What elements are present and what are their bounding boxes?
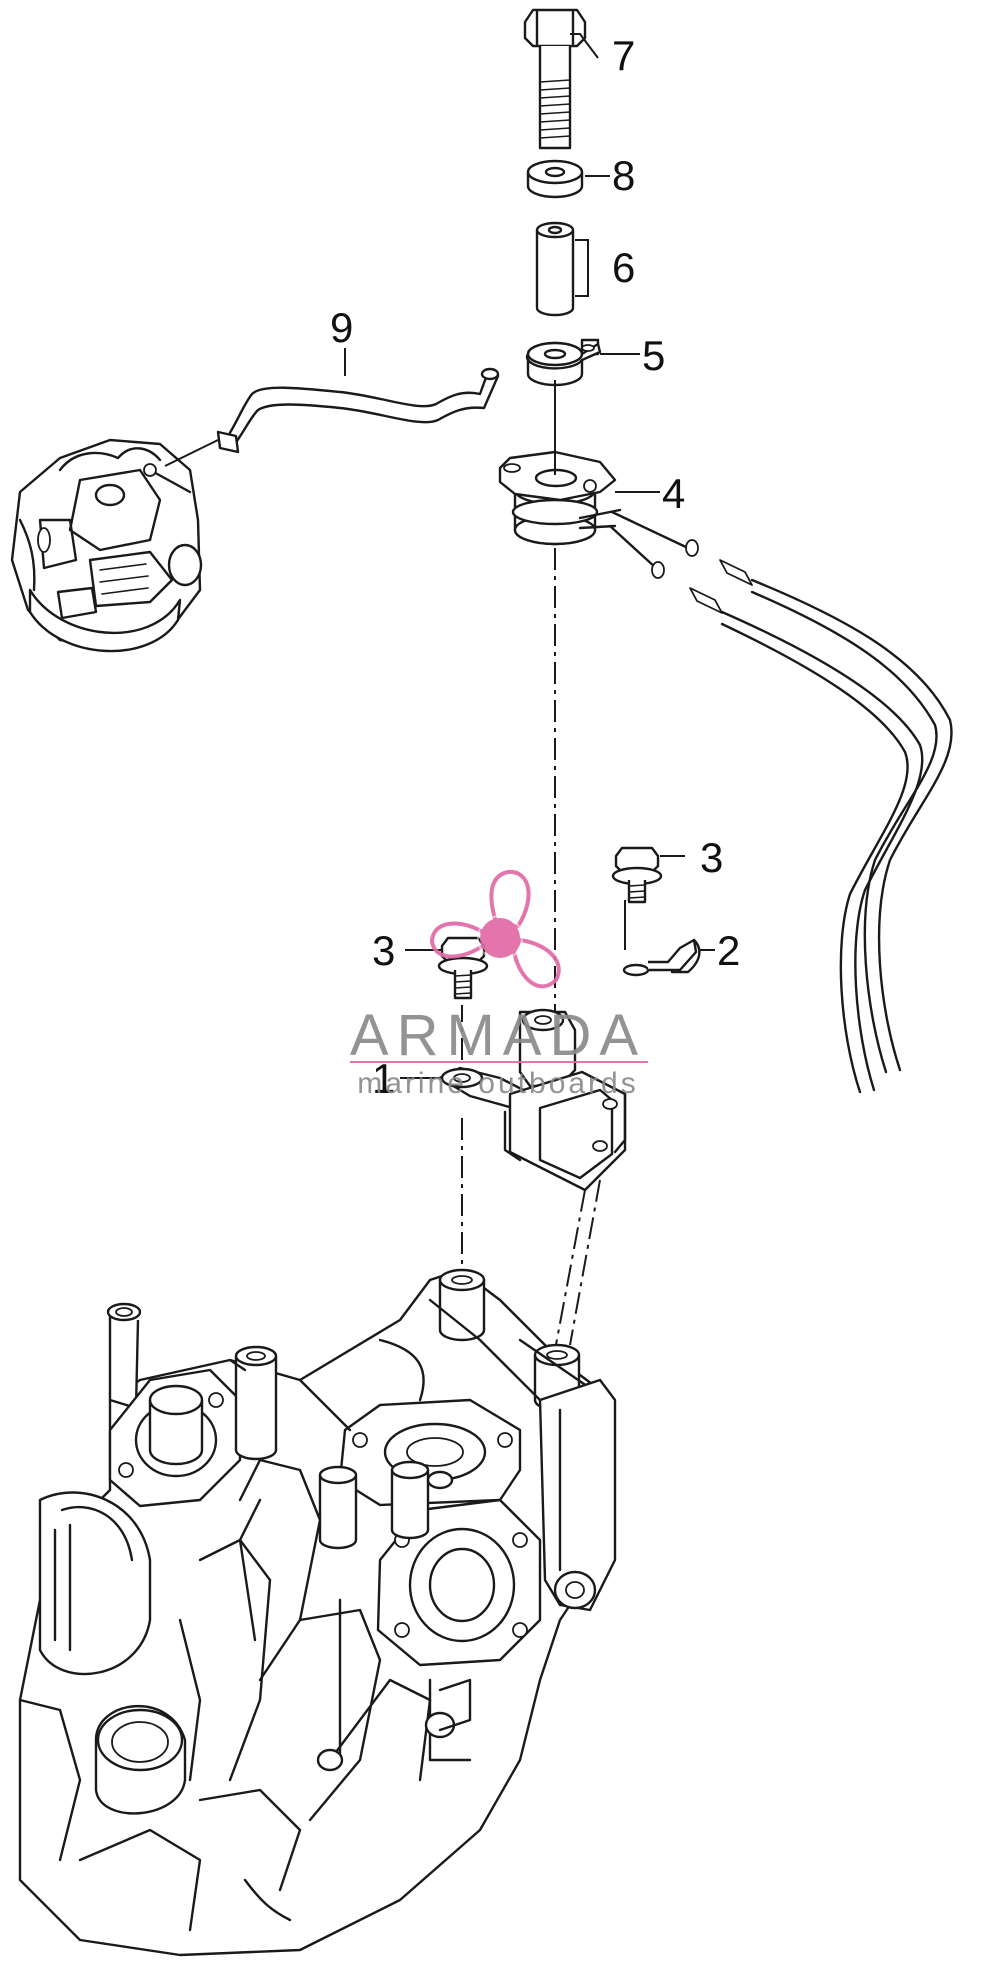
part-5-bracket [525, 338, 602, 387]
part-8-washer [526, 159, 584, 199]
part-1-bracket [438, 1008, 627, 1192]
callout-5: 5 [642, 332, 665, 379]
part-6-collar [535, 221, 575, 317]
callout-3-left: 3 [372, 927, 395, 974]
watermark-tagline: marine outboards [357, 1067, 638, 1100]
watermark-logo: ARMADA marine outboards [350, 869, 648, 1100]
part-9-hose [216, 367, 500, 454]
callout-9: 9 [330, 304, 353, 351]
propeller-icon [429, 869, 561, 989]
callout-1: 1 [372, 1055, 395, 1102]
part-2-clip [622, 938, 701, 977]
part-4-pulley [498, 450, 622, 546]
callout-6: 6 [612, 244, 635, 291]
part-3-bolt-right [611, 846, 663, 904]
callout-7: 7 [612, 32, 635, 79]
carburetor [10, 438, 203, 653]
callout-4: 4 [662, 470, 685, 517]
callout-numbers: 1 2 3 3 4 5 6 7 8 9 [330, 32, 740, 1102]
hose-to-carb-leader [164, 439, 219, 467]
part-7-bolt [523, 8, 587, 150]
intake-manifold [18, 1268, 617, 1957]
callout-3-right: 3 [700, 834, 723, 881]
throttle-cables [608, 510, 953, 1094]
watermark-brand: ARMADA [350, 1003, 646, 1068]
leader-lines [344, 33, 715, 1079]
callout-8: 8 [612, 152, 635, 199]
callout-2: 2 [717, 927, 740, 974]
